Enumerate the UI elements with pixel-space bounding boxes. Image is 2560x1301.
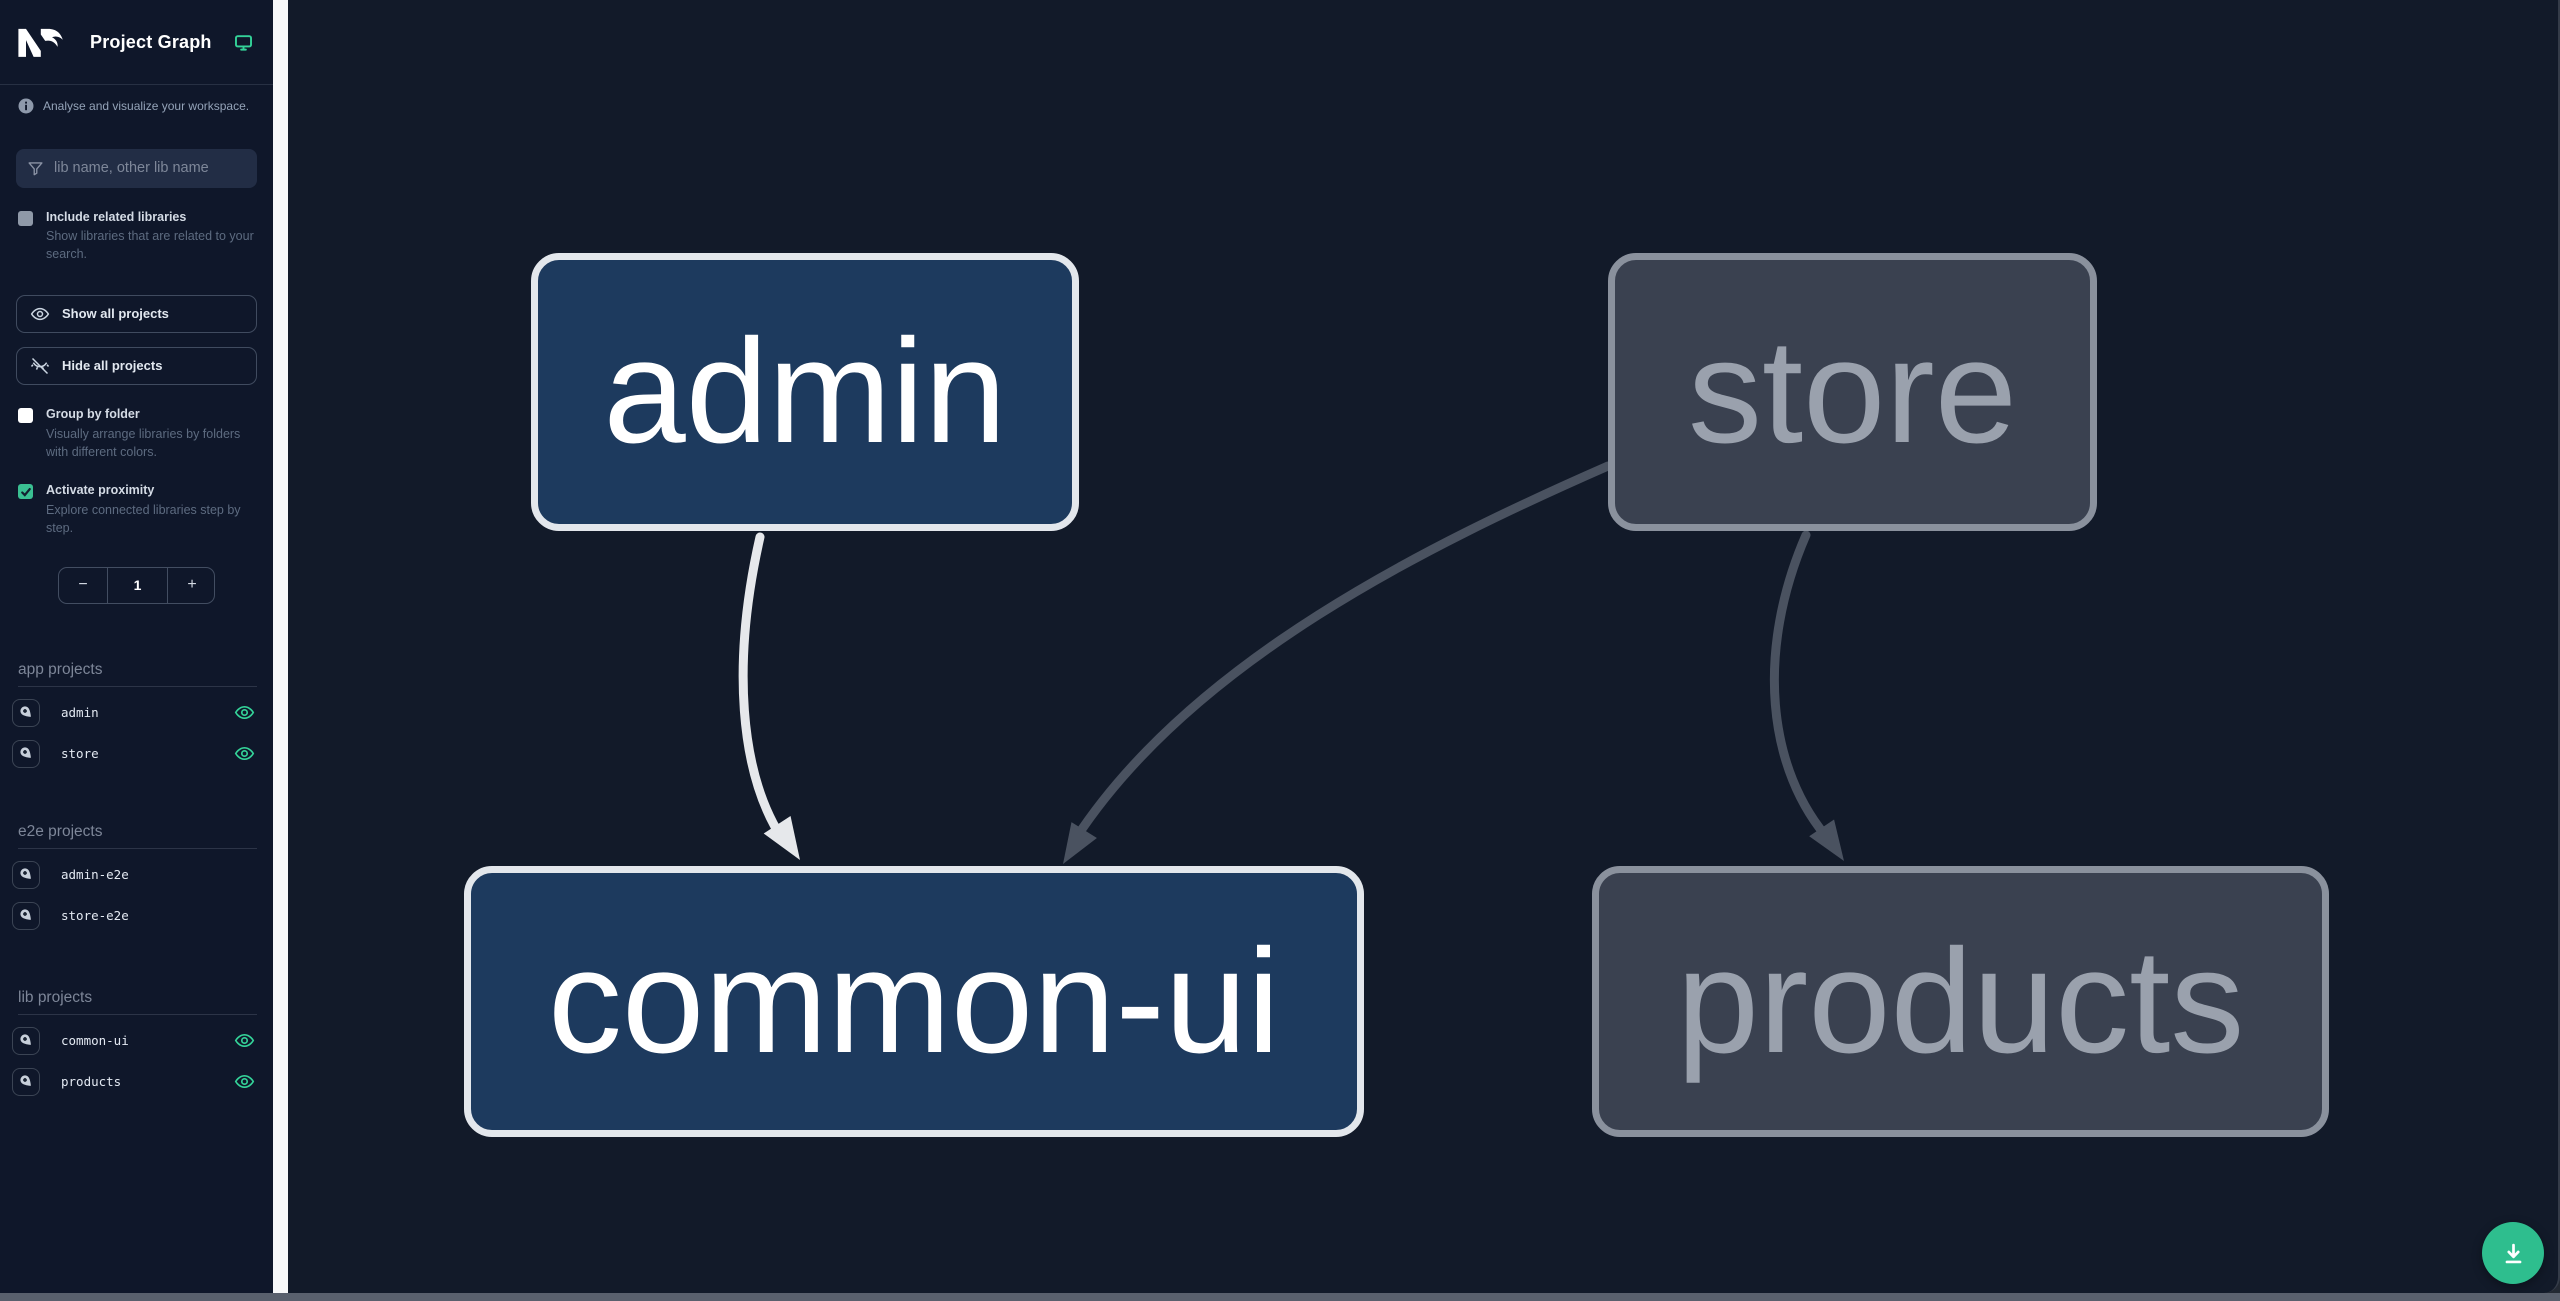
pin-icon [19, 747, 31, 759]
option-include-related: Include related libraries Show libraries… [18, 209, 257, 264]
graph-node-common-ui[interactable]: common-ui [464, 866, 1364, 1137]
sidebar: Project Graph Analyse and visualize your… [0, 0, 273, 1293]
main-pane: admin store common-ui products [288, 0, 2560, 1293]
show-all-projects-button[interactable]: Show all projects [16, 294, 257, 333]
arrowhead-icon [1063, 822, 1097, 864]
download-icon [2505, 1243, 2521, 1263]
project-name: admin [61, 705, 99, 721]
toggle-visibility-eye-icon[interactable] [234, 702, 255, 723]
focus-project-button[interactable] [12, 739, 40, 768]
graph-node-admin[interactable]: admin [531, 253, 1079, 531]
project-name: store [61, 746, 99, 762]
tagline-text: Analyse and visualize your workspace. [43, 99, 250, 113]
focus-project-button[interactable] [12, 860, 40, 889]
proximity-increment-button[interactable]: + [168, 568, 214, 603]
focus-project-button[interactable] [12, 1067, 40, 1096]
check-icon [20, 487, 31, 497]
monitor-icon[interactable] [234, 33, 253, 52]
project-row-admin: admin [12, 698, 257, 728]
graph-node-products[interactable]: products [1592, 866, 2329, 1137]
project-name: store-e2e [61, 908, 129, 924]
section-title: app projects [18, 661, 257, 687]
edge-store-common-ui[interactable] [1050, 461, 1613, 872]
filter-input[interactable] [54, 160, 246, 177]
option-label: Include related libraries [46, 209, 187, 224]
eye-icon [30, 307, 50, 321]
dependency-edges [738, 461, 1856, 872]
proximity-stepper: − 1 + [58, 566, 215, 604]
tagline-row: Analyse and visualize your workspace. [18, 98, 257, 115]
hide-all-projects-label: Hide all projects [62, 358, 163, 374]
edge-admin-common-ui[interactable] [738, 532, 813, 869]
arrowhead-icon [1809, 819, 1844, 861]
section-title: lib projects [18, 989, 257, 1015]
focus-project-button[interactable] [12, 1026, 40, 1055]
arrowhead-icon [763, 816, 800, 860]
option-activate-proximity: Activate proximity Explore connected lib… [18, 482, 257, 537]
group-by-folder-checkbox[interactable] [18, 407, 33, 423]
project-name: admin-e2e [61, 867, 129, 883]
option-label: Activate proximity [46, 483, 155, 498]
section-lib-projects: lib projects common-ui [12, 989, 257, 1097]
include-related-checkbox[interactable] [18, 210, 33, 226]
pin-icon [19, 706, 31, 718]
project-row-common-ui: common-ui [12, 1026, 257, 1056]
activate-proximity-checkbox[interactable] [18, 484, 33, 500]
edge-store-products[interactable] [1769, 530, 1856, 869]
pin-icon [19, 1075, 31, 1087]
focus-project-button[interactable] [12, 698, 40, 727]
proximity-decrement-button[interactable]: − [59, 568, 107, 603]
filter-box [16, 148, 257, 188]
toggle-visibility-eye-icon[interactable] [234, 743, 255, 764]
option-description: Visually arrange libraries by folders wi… [46, 426, 241, 459]
option-description: Show libraries that are related to your … [46, 229, 254, 262]
nx-logo-icon [18, 28, 63, 57]
filter-funnel-icon [28, 161, 43, 175]
page-title: Project Graph [90, 31, 212, 52]
sidebar-header: Project Graph [0, 0, 273, 85]
toggle-visibility-eye-icon[interactable] [234, 1071, 255, 1092]
focus-project-button[interactable] [12, 901, 40, 930]
horizontal-scrollbar[interactable] [0, 1293, 2560, 1301]
eye-off-icon [30, 357, 50, 374]
proximity-value: 1 [107, 567, 168, 603]
project-row-store: store [12, 739, 257, 769]
section-title: e2e projects [18, 823, 257, 849]
section-e2e-projects: e2e projects admin-e2e [12, 823, 257, 931]
option-description: Explore connected libraries step by step… [46, 503, 241, 535]
sidebar-gutter [273, 0, 288, 1293]
pin-icon [19, 909, 31, 921]
project-name: products [61, 1074, 122, 1090]
hide-all-projects-button[interactable]: Hide all projects [16, 346, 257, 385]
pin-icon [19, 1034, 31, 1046]
project-row-products: products [12, 1067, 257, 1097]
pin-icon [19, 868, 31, 880]
project-row-store-e2e: store-e2e [12, 901, 257, 931]
option-label: Group by folder [46, 406, 140, 421]
graph-canvas[interactable]: admin store common-ui products [288, 0, 2560, 1293]
project-row-admin-e2e: admin-e2e [12, 860, 257, 890]
section-app-projects: app projects admin [12, 661, 257, 769]
info-icon [18, 98, 34, 114]
project-name: common-ui [61, 1033, 129, 1049]
toggle-visibility-eye-icon[interactable] [234, 1030, 255, 1051]
option-group-by-folder: Group by folder Visually arrange librari… [18, 406, 257, 461]
show-all-projects-label: Show all projects [62, 306, 169, 322]
download-image-button[interactable] [2482, 1222, 2544, 1284]
graph-node-store[interactable]: store [1608, 253, 2097, 531]
